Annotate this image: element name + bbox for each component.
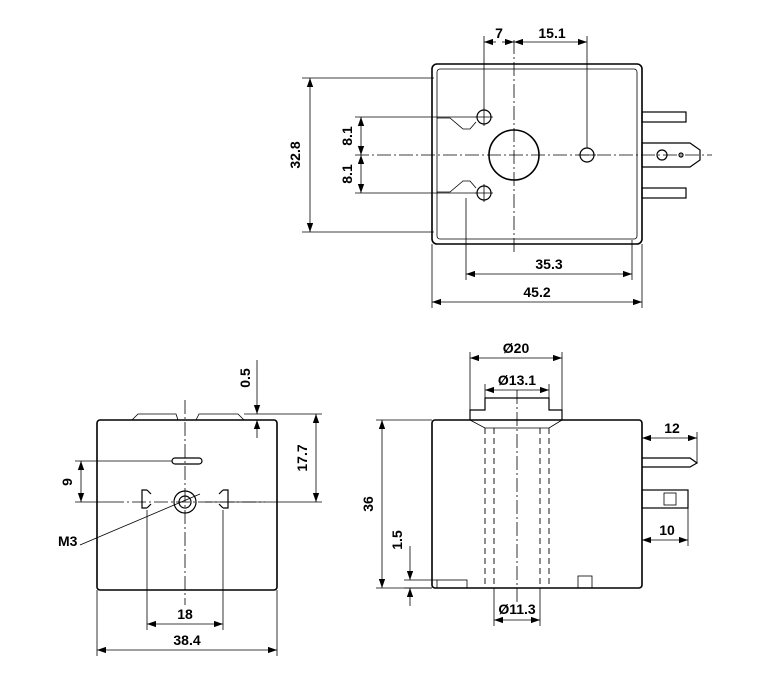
dim-label-15-1: 15.1 [538,25,565,41]
coil-body-side [96,419,278,591]
dim-label-7: 7 [495,25,503,41]
dim-label-17-7: 17.7 [294,444,310,471]
lead-wire-upper [437,117,477,130]
dim-label-8-1-upper: 8.1 [339,126,355,146]
clip-left [141,489,152,509]
dim-label-dia-11-3: Ø11.3 [498,601,536,617]
coil-body-front [431,419,643,589]
dim-label-12: 12 [664,420,680,436]
coil-body-top-inner [436,68,638,240]
clip-right [218,489,229,509]
dim-label-8-1-lower: 8.1 [339,164,355,184]
center-bore [488,129,540,181]
side-view: M3 0.5 17.7 9 18 38.4 [58,360,322,656]
dim-label-0-5: 0.5 [237,368,253,388]
lead-wire-lower [437,180,477,193]
front-view: Ø20 Ø13.1 Ø11.3 36 1.5 12 10 [360,340,699,626]
dim-label-dia-13-1: Ø13.1 [498,372,536,388]
bottom-tab-right [577,575,593,589]
terminal-lower-front [641,489,689,509]
terminal-upper [641,111,687,123]
terminal-lower [641,187,687,199]
bore-flange [469,397,563,420]
terminal-center [641,142,701,168]
dim-label-36: 36 [360,496,376,512]
side-slot [171,457,203,465]
coil-body-top [431,63,643,245]
dim-label-32-8: 32.8 [287,141,303,168]
dim-label-38-4: 38.4 [173,632,200,648]
dim-label-dia-20: Ø20 [503,340,530,356]
m3-thread-outer [173,490,197,514]
dim-label-m3: M3 [58,533,78,549]
terminal-upper-front [642,457,699,468]
terminal-hole [656,149,668,161]
m3-thread-inner [178,495,192,509]
bottom-tab-left [436,579,468,589]
dim-label-1-5: 1.5 [389,530,405,550]
dim-label-18: 18 [177,606,193,622]
dim-label-35-3: 35.3 [535,256,562,272]
top-view: 7 15.1 32.8 8.1 8.1 35.3 45.2 [287,25,712,308]
dim-label-9: 9 [59,478,75,486]
dim-label-45-2: 45.2 [523,284,550,300]
dim-label-10: 10 [659,522,675,538]
